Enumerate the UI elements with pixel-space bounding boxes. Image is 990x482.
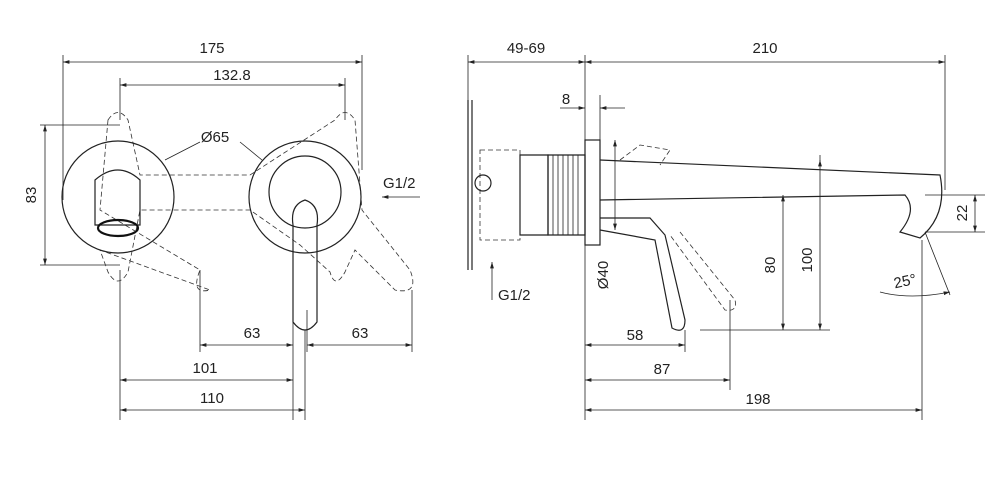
aerator-icon — [96, 218, 140, 238]
dim-198: 198 — [745, 391, 770, 408]
lever-handle — [291, 199, 319, 331]
dim-63-right: 63 — [352, 325, 369, 342]
dim-d65: Ø65 — [201, 129, 229, 146]
dim-80: 80 — [762, 257, 779, 274]
side-inlet-label: G1/2 — [498, 287, 531, 304]
dim-angle: 25° — [892, 271, 918, 292]
wall-plate — [584, 139, 601, 246]
front-view: G1/2 175 132.8 83 Ø65 63 63 101 110 — [23, 40, 420, 420]
dim-63-left: 63 — [244, 325, 261, 342]
side-view: G1/2 49-69 210 8 Ø40 80 100 22 25° 58 87… — [467, 40, 985, 420]
spout — [599, 159, 943, 239]
left-rosette — [61, 140, 175, 254]
dim-175: 175 — [199, 40, 224, 57]
side-lever — [599, 217, 686, 331]
dim-22: 22 — [954, 205, 971, 222]
dim-87: 87 — [654, 361, 671, 378]
dim-d40: Ø40 — [595, 261, 612, 289]
dim-210: 210 — [752, 40, 777, 57]
dim-58: 58 — [627, 327, 644, 344]
right-rosette — [248, 140, 362, 254]
dim-83: 83 — [23, 187, 40, 204]
dim-8: 8 — [562, 91, 570, 108]
dim-110: 110 — [200, 390, 224, 407]
dim-132-8: 132.8 — [213, 67, 251, 84]
dim-100: 100 — [799, 247, 816, 272]
front-inlet-label: G1/2 — [383, 175, 416, 192]
thread-body — [547, 154, 586, 236]
dim-49-69: 49-69 — [507, 40, 545, 57]
dim-101: 101 — [192, 360, 217, 377]
